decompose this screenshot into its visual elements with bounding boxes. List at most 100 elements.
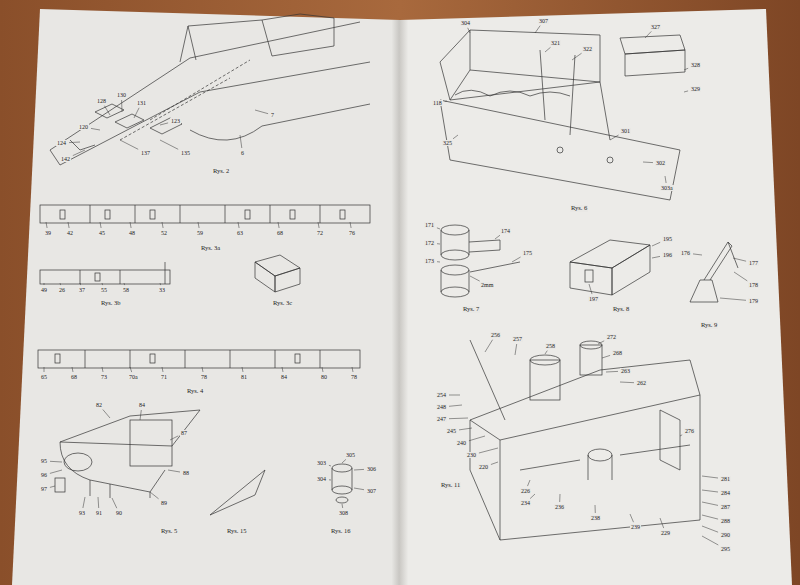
callout-number: 7	[270, 112, 275, 118]
callout-number: 63	[236, 230, 244, 236]
leader-line	[643, 162, 653, 164]
leader-line	[350, 222, 351, 228]
leader-line	[720, 298, 746, 300]
callout-number: 142	[60, 156, 71, 162]
callout-number: 48	[128, 230, 136, 236]
leader-line	[124, 283, 126, 285]
leader-line	[645, 31, 651, 38]
leader-line	[50, 470, 62, 473]
callout-number: 45	[98, 230, 106, 236]
leader-line	[342, 459, 346, 463]
leader-line	[255, 110, 268, 114]
callout-number: 304	[316, 476, 327, 482]
callout-number: 55	[100, 287, 108, 293]
leader-line	[46, 222, 47, 228]
callout-number: 229	[660, 530, 671, 536]
callout-number: 128	[96, 98, 107, 104]
leader-line	[620, 382, 634, 384]
callout-number: 2mm	[480, 282, 494, 288]
callout-number: 276	[684, 428, 695, 434]
leader-line	[130, 367, 132, 372]
leader-line	[598, 341, 604, 344]
callout-number: 78	[350, 374, 358, 380]
callout-number: 197	[588, 296, 599, 302]
leader-line	[602, 355, 610, 358]
callout-number: 120	[78, 124, 89, 130]
callout-number: 171	[424, 222, 435, 228]
leader-line	[665, 176, 666, 183]
callout-number: 6	[240, 150, 245, 156]
callout-number: 33	[158, 287, 166, 293]
leader-line	[702, 490, 718, 492]
callout-number: 37	[78, 287, 86, 293]
callout-number: 220	[478, 464, 489, 470]
leader-line	[630, 514, 634, 522]
callout-number: 287	[720, 504, 731, 510]
callout-number: 172	[424, 240, 435, 246]
leader-line	[100, 222, 101, 228]
callout-number: 95	[40, 458, 48, 464]
callout-number: 327	[650, 24, 661, 30]
callout-number: 135	[180, 150, 191, 156]
callout-number: 240	[456, 440, 467, 446]
callout-number: 177	[748, 260, 759, 266]
leader-line	[352, 367, 353, 372]
callout-number: 90	[115, 510, 123, 516]
callout-number: 295	[720, 546, 731, 552]
callout-number: 87	[180, 430, 188, 436]
callout-number: 263	[620, 368, 631, 374]
callout-number: 68	[70, 374, 78, 380]
callout-number: 97	[40, 486, 48, 492]
leader-line	[437, 261, 440, 262]
leader-line	[589, 284, 592, 294]
leader-line	[50, 461, 62, 463]
leader-line	[354, 488, 364, 490]
figure-caption: Rys. 9	[700, 322, 718, 329]
callout-number: 234	[520, 500, 531, 506]
leader-line	[515, 344, 517, 355]
figure-caption: Rys. 4	[186, 388, 204, 395]
leader-line	[702, 526, 718, 532]
leader-line	[459, 428, 472, 430]
callout-number: 84	[280, 374, 288, 380]
leader-line	[73, 150, 85, 156]
callout-number: 123	[170, 118, 181, 124]
callout-number: 68	[276, 230, 284, 236]
callout-number: 290	[720, 532, 731, 538]
callout-number: 238	[590, 515, 601, 521]
leader-line	[437, 243, 440, 244]
callout-number: 305	[345, 452, 356, 458]
figure-caption: Rys. 7	[462, 306, 480, 313]
leader-line	[242, 367, 243, 372]
callout-number: 93	[78, 510, 86, 516]
callout-number: 226	[520, 488, 531, 494]
figure-caption: Rys. 11	[440, 482, 461, 489]
leader-line	[535, 26, 540, 33]
callout-number: 175	[522, 250, 533, 256]
callout-number: 173	[424, 258, 435, 264]
leader-line	[329, 465, 331, 467]
figure-caption: Rys. 8	[612, 306, 630, 313]
leader-line	[702, 476, 718, 478]
callout-number: 288	[720, 518, 731, 524]
callout-number: 284	[720, 490, 731, 496]
leader-line	[130, 222, 131, 228]
leader-line	[102, 367, 103, 372]
figure-caption: Rys. 5	[160, 528, 178, 535]
leader-line	[68, 222, 69, 228]
callout-number: 195	[662, 236, 673, 242]
callout-number: 131	[136, 100, 147, 106]
callout-number: 329	[690, 86, 701, 92]
leader-line	[278, 222, 279, 228]
leader-line	[479, 448, 498, 453]
callout-number: 176	[680, 250, 691, 256]
callout-number: 258	[545, 343, 556, 349]
figure-caption: Rys. 3b	[100, 300, 122, 307]
leader-line	[702, 515, 718, 519]
callout-number: 58	[122, 287, 130, 293]
leader-line	[198, 222, 199, 228]
callout-number: 322	[582, 46, 593, 52]
leader-line	[112, 498, 117, 508]
callout-number: 196	[662, 252, 673, 258]
